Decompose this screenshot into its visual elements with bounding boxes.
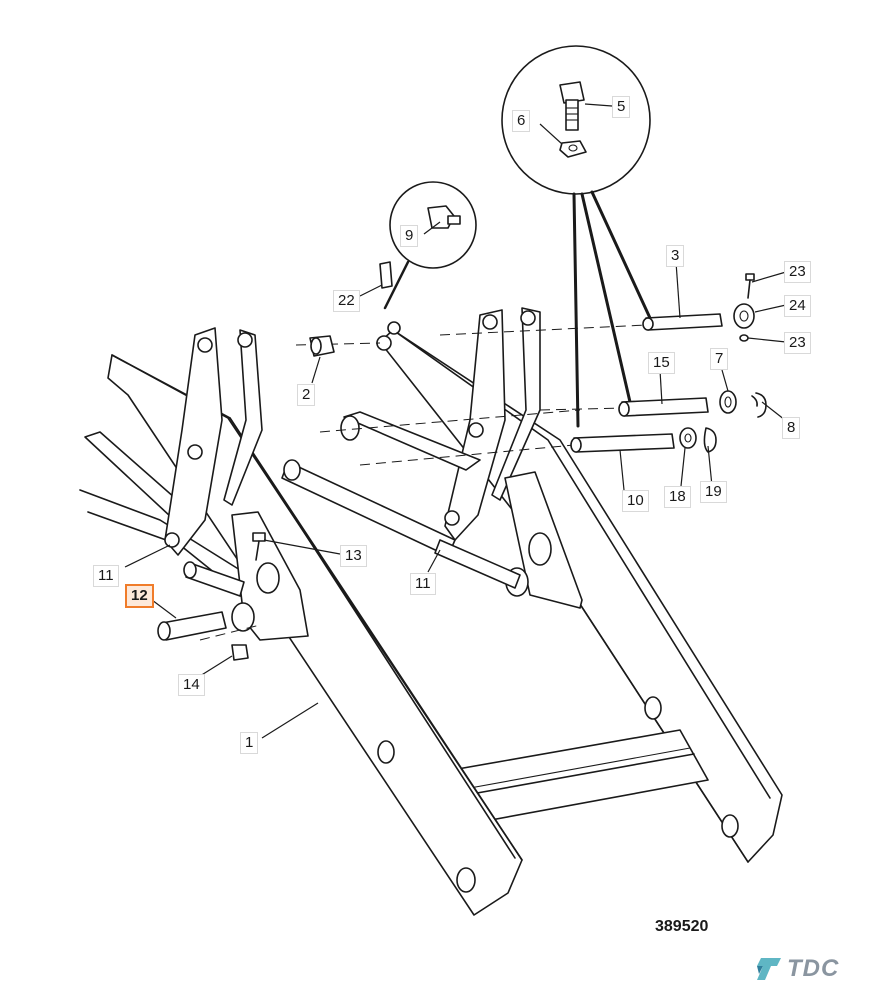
callout-10[interactable]: 10 [622, 490, 649, 512]
callout-8[interactable]: 8 [782, 417, 801, 439]
callout-5[interactable]: 5 [612, 96, 631, 118]
callout-2[interactable]: 2 [297, 384, 316, 406]
boom-cross-tube [451, 729, 709, 823]
callout-1[interactable]: 1 [240, 732, 259, 754]
leader-lines [124, 103, 787, 739]
drawing-number: 389520 [655, 918, 709, 935]
callout-15[interactable]: 15 [648, 352, 675, 374]
callout-19[interactable]: 22 [333, 290, 360, 312]
callout-11-left[interactable]: 11 [93, 565, 119, 587]
callout-23[interactable]: 23 [784, 332, 811, 354]
callout-11-right[interactable]: 11 [410, 573, 436, 595]
callout-9[interactable]: 9 [400, 225, 419, 247]
callout-24[interactable]: 24 [784, 295, 811, 317]
centre-lines [199, 324, 647, 641]
loose-parts [157, 261, 767, 661]
detail-circle-bolt [501, 45, 652, 428]
callout-3[interactable]: 3 [666, 245, 685, 267]
rear-cross-tube [340, 411, 481, 471]
callout-17[interactable]: 18 [664, 486, 691, 508]
callout-6[interactable]: 6 [512, 110, 531, 132]
brand-logo: TDC [753, 953, 839, 985]
callout-12[interactable]: 12 [125, 584, 154, 608]
callout-22[interactable]: 23 [784, 261, 811, 283]
detail-circle-grease-nipple [383, 181, 477, 310]
callout-18[interactable]: 19 [700, 481, 727, 503]
right-linkage [281, 307, 583, 609]
brand-mark-icon [757, 958, 781, 980]
left-linkage [164, 327, 309, 641]
callout-13[interactable]: 13 [340, 545, 367, 567]
callout-14[interactable]: 14 [178, 674, 205, 696]
callout-7[interactable]: 7 [710, 348, 729, 370]
brand-text: TDC [787, 955, 840, 982]
